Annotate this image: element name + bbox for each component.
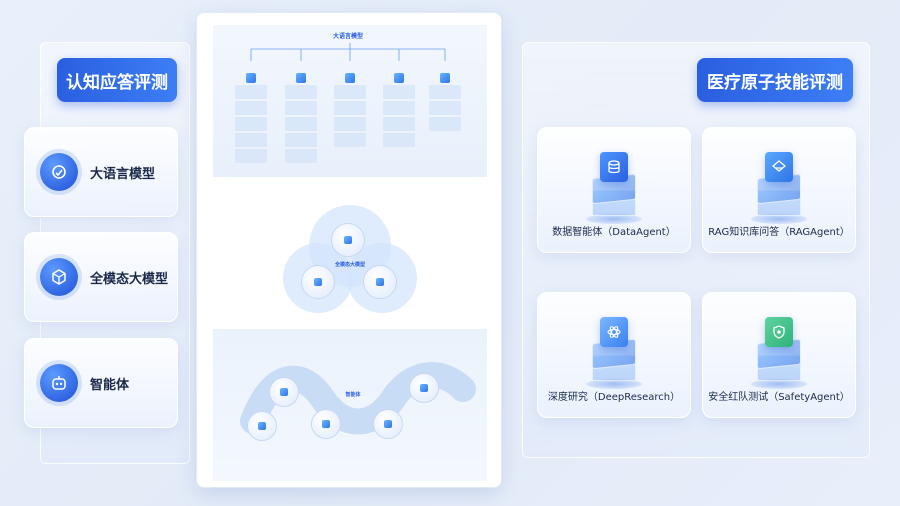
book-icon: [765, 152, 793, 182]
center-document: 大语言模型 全模态大模型: [196, 12, 502, 488]
llm-column: [429, 73, 461, 131]
shield-bug-icon: [765, 317, 793, 347]
database-icon: [600, 152, 628, 182]
cube-illustration: [749, 146, 809, 224]
card-deep-research[interactable]: 深度研究（DeepResearch）: [537, 292, 691, 418]
multimodal-node: [301, 265, 335, 299]
llm-column: [334, 73, 366, 147]
multimodal-center-title: 全模态大模型: [335, 262, 366, 268]
right-panel-title: 医疗原子技能评测: [697, 58, 853, 102]
left-item-label: 全模态大模型: [90, 271, 169, 287]
card-label: 数据智能体（DataAgent）: [552, 227, 676, 238]
agent-node: [247, 411, 277, 441]
left-item-llm[interactable]: 大语言模型: [24, 127, 178, 217]
card-label: 安全红队测试（SafetyAgent）: [708, 392, 850, 403]
robot-icon: [40, 364, 78, 402]
left-item-label: 智能体: [90, 377, 130, 393]
card-rag-agent[interactable]: RAG知识库问答（RAGAgent）: [702, 127, 856, 253]
cube-illustration: [584, 146, 644, 224]
llm-column: [285, 73, 317, 163]
multimodal-node: [331, 223, 365, 257]
llm-column: [383, 73, 415, 147]
cube-illustration: [584, 311, 644, 389]
agent-center-title: 智能体: [345, 392, 361, 398]
agent-node: [373, 409, 403, 439]
left-item-multimodal[interactable]: 全模态大模型: [24, 232, 178, 322]
cube-illustration: [749, 311, 809, 389]
card-label: 深度研究（DeepResearch）: [547, 392, 681, 403]
llm-column: [235, 73, 267, 163]
cube-icon: [40, 258, 78, 296]
tree-connectors: [250, 43, 446, 61]
left-item-agent[interactable]: 智能体: [24, 338, 178, 428]
brain-icon: [40, 153, 78, 191]
atom-icon: [600, 317, 628, 347]
agent-wave: [240, 362, 476, 435]
agent-node: [409, 373, 439, 403]
card-safety-agent[interactable]: 安全红队测试（SafetyAgent）: [702, 292, 856, 418]
agent-node: [269, 377, 299, 407]
multimodal-node: [363, 265, 397, 299]
llm-section: 大语言模型: [213, 25, 487, 177]
left-panel-title: 认知应答评测: [57, 58, 177, 102]
agent-node: [311, 409, 341, 439]
card-data-agent[interactable]: 数据智能体（DataAgent）: [537, 127, 691, 253]
agent-section: 智能体: [213, 329, 487, 481]
llm-section-title: 大语言模型: [333, 33, 364, 40]
left-item-label: 大语言模型: [90, 166, 156, 182]
card-label: RAG知识库问答（RAGAgent）: [708, 227, 850, 238]
multimodal-section: 全模态大模型: [213, 183, 487, 323]
